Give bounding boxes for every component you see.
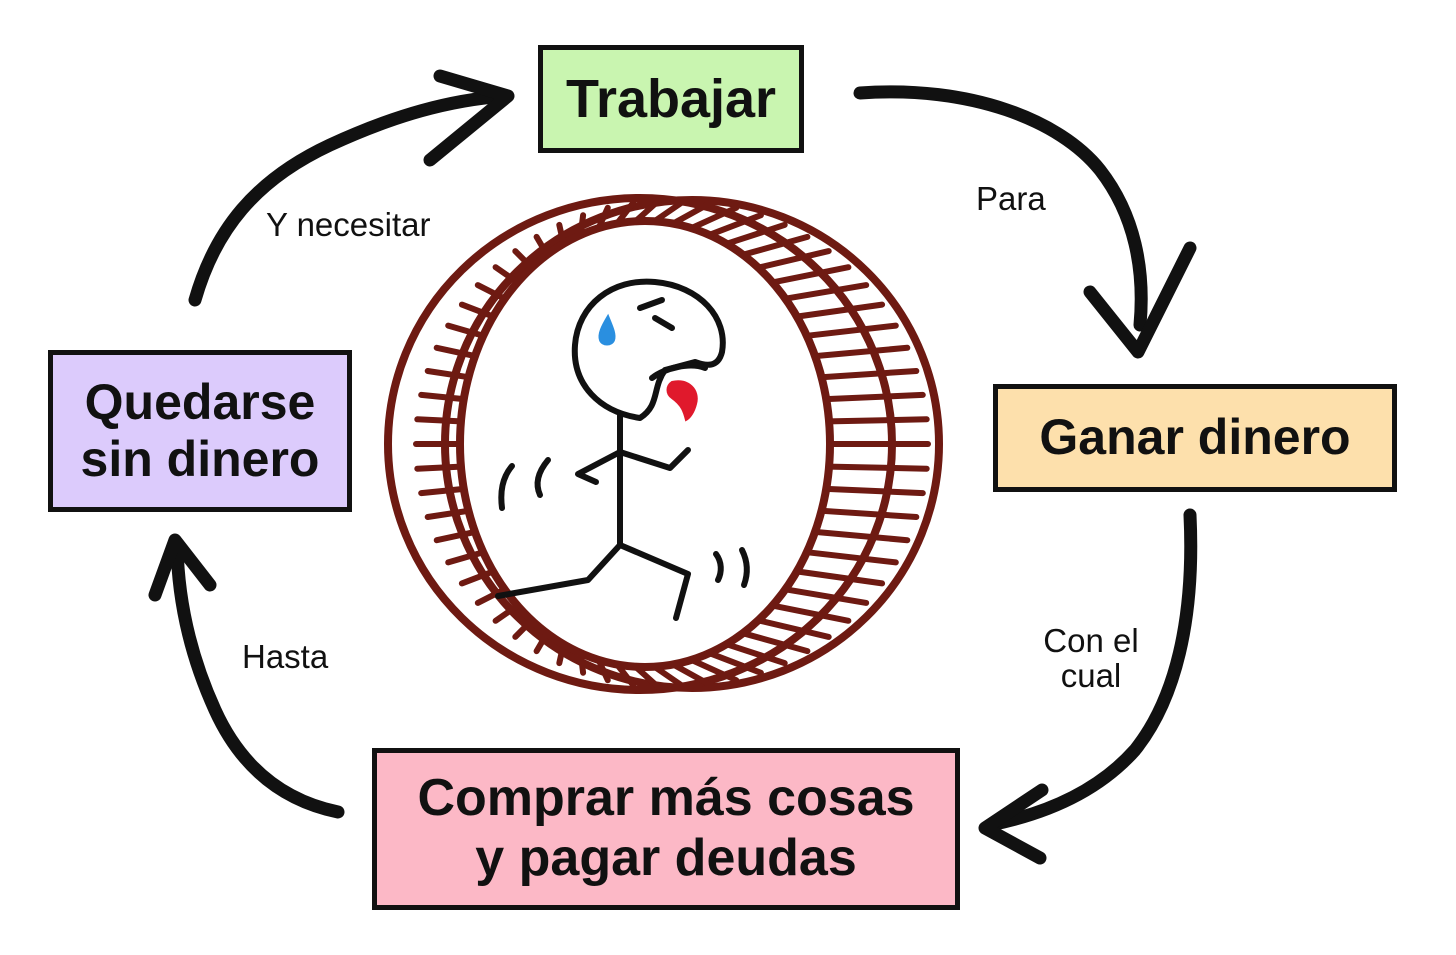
node-earn-money: Ganar dinero	[993, 384, 1397, 492]
node-buy-line-1: Comprar más cosas	[417, 769, 915, 828]
wheel-rung	[723, 221, 788, 247]
arrow-broke-to-work	[188, 69, 515, 307]
wheel-rung	[793, 301, 886, 320]
wheel-rung	[458, 568, 497, 587]
wheel-rung	[512, 248, 535, 271]
wheel-rung	[556, 221, 567, 247]
wheel-rung	[577, 650, 587, 676]
wheel-rung	[769, 264, 852, 286]
wheel-rung	[812, 528, 911, 544]
wheel-rung	[556, 641, 567, 667]
wheel-rung	[769, 602, 852, 624]
wheel-rung	[614, 661, 637, 689]
wheel-rung	[458, 301, 497, 320]
wheel-rung	[474, 586, 508, 606]
wheel-rung	[414, 416, 464, 425]
edge-label-y-necesitar: Y necesitar	[266, 206, 431, 243]
node-work: Trabajar	[538, 45, 804, 153]
node-run-out-of-money: Quedarse sin dinero	[48, 350, 352, 512]
edge-label-con-el-cual: Con el cual	[1036, 622, 1146, 694]
wheel-rung	[418, 485, 467, 497]
wheel-rung	[782, 586, 870, 606]
wheel-rung	[755, 617, 832, 640]
wheel-rung	[433, 344, 478, 360]
wheel-rungs	[413, 197, 931, 691]
wheel-rung	[670, 661, 714, 689]
wheel-rung	[424, 507, 472, 520]
edge-label-con-el-cual-line-1: Con el	[1043, 622, 1139, 659]
edge-label-con-el-cual-line-2: cual	[1060, 656, 1122, 694]
arrow-spend-to-broke	[148, 533, 345, 819]
wheel-rung	[803, 549, 899, 566]
wheel-rung	[512, 617, 535, 640]
wheel-rung	[818, 368, 920, 381]
wheel-rung	[651, 197, 688, 225]
wheel-rung	[755, 248, 832, 271]
wheel-rung	[803, 322, 899, 339]
wheel-rung	[651, 663, 688, 691]
node-earn-money-label: Ganar dinero	[1039, 409, 1351, 466]
wheel-rung	[826, 416, 930, 425]
node-buy-and-pay-debts: Comprar más cosas y pagar deudas	[372, 748, 960, 910]
wheel-rung	[414, 463, 464, 472]
wheel-rung	[688, 656, 740, 684]
node-work-label: Trabajar	[565, 68, 777, 129]
wheel-rung	[492, 602, 521, 624]
wheel-rung	[632, 663, 662, 691]
wheel-rung	[595, 656, 611, 684]
wheel-rung	[688, 204, 740, 232]
wheel-rung	[826, 463, 930, 472]
wheel-rung	[433, 528, 478, 544]
arrow-earn-to-spend	[978, 508, 1198, 865]
sweat-drop-icon	[598, 313, 616, 346]
wheel-rung	[533, 630, 551, 655]
wheel-rung	[492, 264, 521, 286]
arrow-work-to-earn	[853, 85, 1197, 359]
wheel-rung	[823, 391, 926, 403]
wheel-rung	[706, 650, 764, 676]
tongue-icon	[666, 380, 698, 422]
wheel-rung	[818, 507, 920, 520]
edge-label-hasta: Hasta	[242, 638, 329, 675]
wheel-rung	[418, 391, 467, 403]
wheel-rung	[823, 485, 926, 497]
hamster-wheel-icon	[384, 194, 943, 694]
node-buy-line-2: y pagar deudas	[475, 829, 857, 887]
wheel-rung	[706, 212, 764, 238]
node-broke-line-1: Quedarse	[84, 373, 316, 430]
node-broke-line-2: sin dinero	[80, 431, 320, 487]
wheel-rung	[445, 322, 487, 339]
wheel-rung	[595, 204, 611, 232]
wheel-rung	[614, 199, 637, 227]
wheel-rung	[739, 233, 811, 258]
wheel-rung	[632, 197, 662, 225]
wheel-rung	[533, 233, 551, 258]
wheel-rung	[445, 549, 487, 566]
wheel-rung	[739, 630, 811, 655]
stick-figure-runner-icon	[495, 278, 750, 621]
wheel-rung	[793, 568, 886, 587]
edge-label-para: Para	[976, 180, 1046, 217]
wheel-rung	[577, 212, 587, 238]
wheel-rung	[670, 199, 714, 227]
wheel-rung	[474, 282, 508, 302]
wheel-rung	[424, 368, 472, 381]
wheel-rung	[782, 282, 870, 302]
wheel-rung	[812, 344, 911, 360]
wheel-rung	[723, 641, 788, 667]
